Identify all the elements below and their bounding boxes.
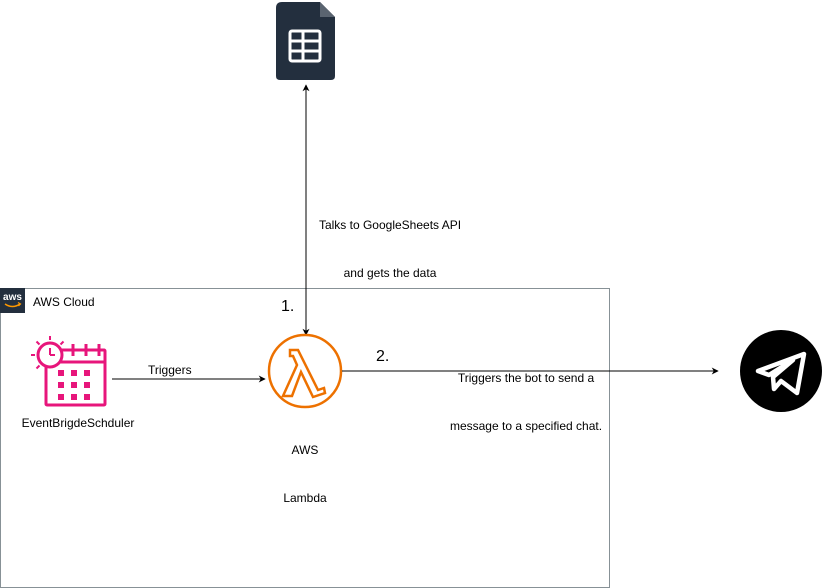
aws-cloud-label: AWS Cloud [33, 295, 95, 309]
telegram-edge-label-line2: message to a specified chat. [449, 419, 603, 433]
aws-logo-text: aws [3, 292, 22, 303]
step-2-label: 2. [376, 348, 390, 365]
eventbridge-scheduler-icon[interactable] [31, 336, 107, 407]
lambda-label-line2: Lambda [283, 491, 327, 505]
aws-lambda-icon[interactable] [267, 333, 343, 409]
lambda-label: AWS Lambda [265, 410, 345, 522]
sheets-edge-label-line1: Talks to GoogleSheets API [318, 218, 462, 232]
telegram-edge-label: Triggers the bot to send a message to a … [436, 338, 616, 450]
telegram-icon[interactable] [740, 330, 822, 412]
step-1-label: 1. [281, 298, 295, 315]
lambda-label-line1: AWS [291, 443, 319, 457]
triggers-label: Triggers [148, 363, 192, 377]
telegram-edge-label-line1: Triggers the bot to send a [457, 371, 595, 385]
scheduler-label: EventBrigdeSchduler [21, 416, 135, 430]
google-sheets-icon[interactable] [276, 2, 335, 80]
sheets-edge-label-line2: and gets the data [343, 266, 437, 280]
aws-logo-icon: aws [0, 288, 25, 313]
sheets-edge-label: Talks to GoogleSheets API and gets the d… [310, 185, 470, 297]
